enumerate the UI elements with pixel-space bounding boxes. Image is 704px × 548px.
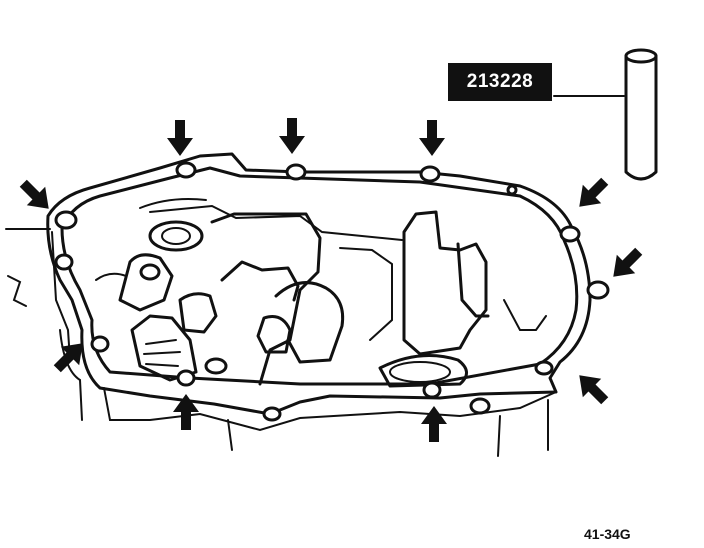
case-outline <box>46 152 592 457</box>
bolt-arrows <box>19 118 643 442</box>
alignment-dowel-drift-icon <box>553 48 658 181</box>
tool-part-number-label: 213228 <box>448 63 552 101</box>
tool-part-number: 213228 <box>466 71 534 92</box>
arrow-right-lower <box>579 375 609 405</box>
case-bolts <box>54 161 610 399</box>
arrow-top-3 <box>419 120 445 156</box>
arrow-bottom-2 <box>421 406 447 442</box>
case-fragment-left <box>7 275 27 307</box>
arrow-top-2 <box>279 118 305 154</box>
arrow-left-upper <box>19 179 49 209</box>
arrow-left-lower <box>53 343 83 373</box>
arrow-top-1 <box>167 120 193 156</box>
arrow-right-middle <box>613 247 643 277</box>
internal-components <box>95 198 547 422</box>
figure-code: 41-34G <box>584 526 631 542</box>
arrow-bottom-1 <box>173 394 199 430</box>
arrow-right-upper <box>579 177 609 207</box>
